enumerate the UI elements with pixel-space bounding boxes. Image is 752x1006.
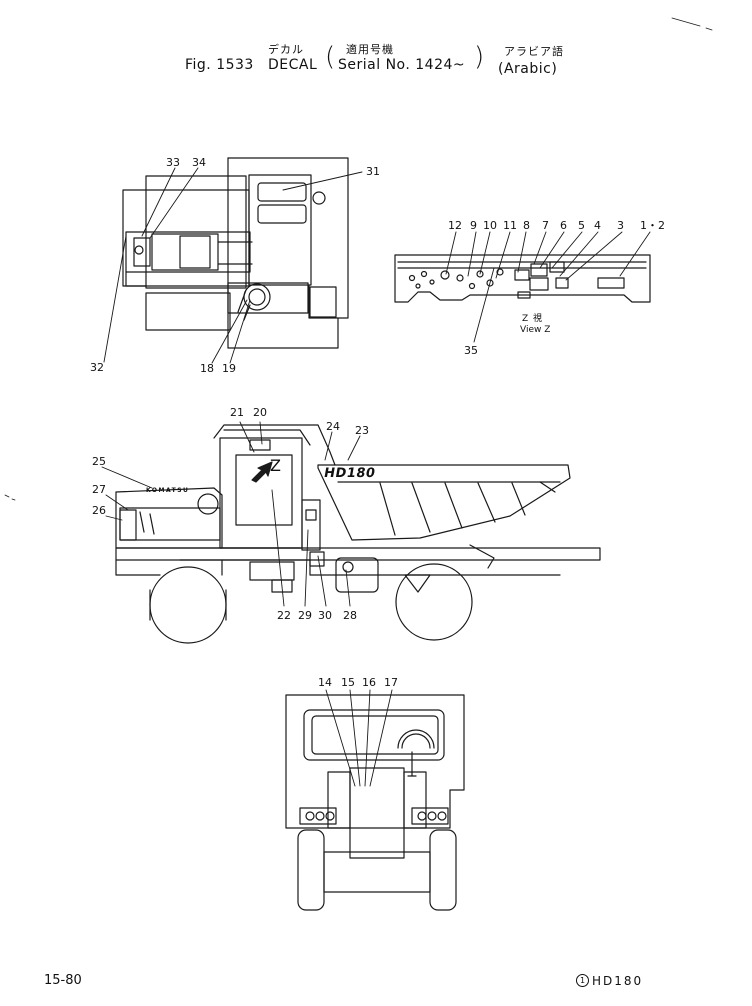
callout-4: 4 — [594, 219, 601, 232]
callout-14: 14 — [318, 676, 332, 689]
jp-serial-label: 適用号機 — [346, 43, 394, 56]
corner-marks — [5, 18, 712, 500]
view-z-label-en: View Z — [520, 325, 551, 335]
callout-6: 6 — [560, 219, 567, 232]
serial-number: Serial No. 1424~ — [338, 57, 466, 73]
callout-30: 30 — [318, 609, 332, 622]
callout-29: 29 — [298, 609, 312, 622]
jp-title: デカル — [268, 43, 304, 56]
callout-16: 16 — [362, 676, 376, 689]
cab-top-view — [42, 158, 348, 348]
callout-15: 15 — [341, 676, 355, 689]
callout-5: 5 — [578, 219, 585, 232]
callout-12: 12 — [448, 219, 462, 232]
open-paren: ( — [325, 42, 336, 72]
callout-27: 27 — [92, 483, 106, 496]
truck-model-logo: HD180 — [322, 466, 377, 481]
callout-10: 10 — [483, 219, 497, 232]
callout-19: 19 — [222, 362, 236, 375]
callout-26: 26 — [92, 504, 106, 517]
callout-9: 9 — [470, 219, 477, 232]
callout-20: 20 — [253, 406, 267, 419]
callout-35: 35 — [464, 344, 478, 357]
figure-title: DECAL — [268, 57, 318, 73]
callout-28: 28 — [343, 609, 357, 622]
callout-11: 11 — [503, 219, 517, 232]
footer-model: HD180 — [592, 974, 644, 988]
callout-24: 24 — [326, 420, 340, 433]
callout-34: 34 — [192, 156, 206, 169]
page-number: 15-80 — [44, 973, 82, 988]
callout-1-2: 1・2 — [640, 219, 665, 232]
komatsu-logo: KOMATSU — [146, 487, 190, 494]
leader-lines — [102, 168, 650, 786]
callout-18: 18 — [200, 362, 214, 375]
callout-22: 22 — [277, 609, 291, 622]
truck-front-view — [286, 695, 464, 910]
callout-33: 33 — [166, 156, 180, 169]
callout-31: 31 — [366, 165, 380, 178]
figure-number: Fig. 1533 — [185, 57, 254, 73]
callout-17: 17 — [384, 676, 398, 689]
footer-circle-1-icon: 1 — [576, 974, 589, 987]
view-z-marker: Z — [270, 456, 281, 475]
view-z-label: Z 視 — [522, 314, 544, 324]
close-paren: ) — [474, 42, 485, 72]
view-z-panel — [395, 255, 650, 302]
callout-8: 8 — [523, 219, 530, 232]
callout-3: 3 — [617, 219, 624, 232]
callout-23: 23 — [355, 424, 369, 437]
callout-21: 21 — [230, 406, 244, 419]
callout-25: 25 — [92, 455, 106, 468]
callout-32: 32 — [90, 361, 104, 374]
language-label: (Arabic) — [498, 61, 558, 77]
truck-side-view — [116, 425, 600, 643]
jp-arabic-label: アラビア語 — [504, 45, 564, 58]
callout-7: 7 — [542, 219, 549, 232]
